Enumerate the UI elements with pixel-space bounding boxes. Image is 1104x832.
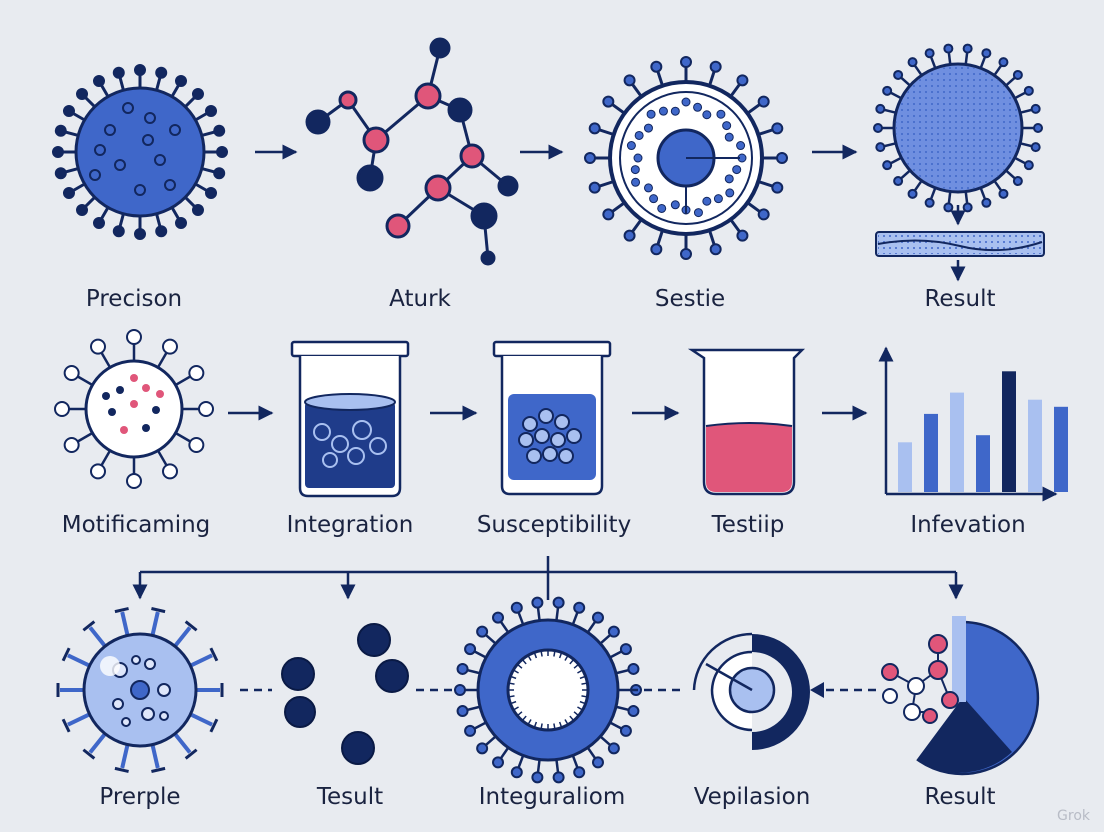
- label-integration: Integration: [286, 512, 414, 538]
- watermark: Grok: [1057, 808, 1090, 824]
- pie-chart-icon: [916, 616, 1040, 776]
- branch-connector: [132, 556, 964, 600]
- bar: [1054, 406, 1068, 492]
- label-result-2: Result: [924, 784, 996, 810]
- cell-icon: [454, 596, 642, 784]
- molecule-icon: [305, 37, 519, 266]
- beaker-icon: [492, 340, 612, 496]
- label-precison: Precison: [85, 286, 183, 312]
- target-ring-icon: [692, 632, 824, 750]
- bar: [950, 392, 964, 492]
- virus-icon: [56, 607, 224, 773]
- beaker-icon: [687, 348, 806, 496]
- bar: [1028, 399, 1042, 492]
- virus-icon: [54, 329, 214, 489]
- label-integuraliom: Integuraliom: [478, 784, 626, 810]
- bar: [898, 442, 912, 492]
- label-result-1: Result: [924, 286, 996, 312]
- bar: [924, 413, 938, 492]
- label-aturk: Aturk: [389, 286, 451, 312]
- cell-icon: [584, 56, 788, 260]
- result-band: [875, 231, 1045, 257]
- virus-icon: [52, 64, 228, 240]
- bar: [1002, 371, 1016, 492]
- molecule-icon: [881, 634, 959, 724]
- label-prerple: Prerple: [99, 784, 181, 810]
- bar-chart-icon: [878, 346, 1068, 502]
- label-infevation: Infevation: [910, 512, 1026, 538]
- beaker-icon: [290, 340, 410, 498]
- virus-icon: [873, 43, 1043, 213]
- label-motificaming: Motificaming: [61, 512, 211, 538]
- molecule-icon: [281, 623, 409, 765]
- label-testiip: Testiip: [711, 512, 785, 538]
- label-tesult: Tesult: [316, 784, 384, 810]
- label-vepilasion: Vepilasion: [693, 784, 811, 810]
- label-sestie: Sestie: [654, 286, 726, 312]
- label-susceptibility: Susceptibility: [476, 512, 632, 538]
- bar: [976, 435, 990, 492]
